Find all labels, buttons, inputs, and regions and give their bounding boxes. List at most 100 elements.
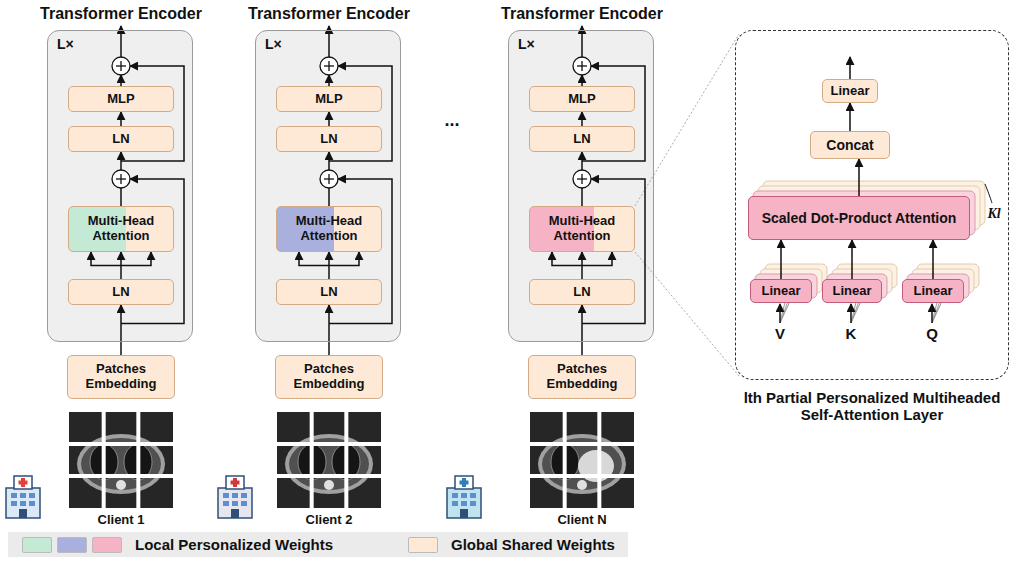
box-label: Patches Embedding	[534, 362, 630, 392]
encoder-block-fill	[48, 31, 193, 342]
hospital-icon	[6, 476, 40, 518]
box-label: Patches Embedding	[281, 362, 377, 392]
input-name: K	[846, 325, 857, 342]
window	[223, 501, 229, 506]
window	[223, 493, 229, 498]
building	[447, 488, 481, 518]
flow-arrow	[120, 252, 122, 279]
flow-line	[328, 75, 330, 86]
sum-symbols	[112, 57, 591, 188]
illustrations	[6, 412, 634, 518]
window	[11, 501, 17, 506]
sum-symbol	[320, 170, 338, 188]
spine	[116, 480, 126, 490]
sum-plus	[120, 174, 121, 184]
box-label: LN	[573, 132, 590, 147]
window	[29, 493, 35, 498]
input-name: V	[775, 325, 785, 342]
input-name: Q	[926, 325, 938, 342]
sum-circle	[112, 170, 130, 188]
scan-ground	[277, 412, 381, 508]
flow-arrow	[581, 305, 583, 355]
flow-arrow	[932, 240, 934, 279]
flow-arrow	[581, 152, 583, 206]
flow-line	[581, 75, 583, 86]
input-arrow	[931, 304, 933, 323]
box-label: LN	[112, 285, 129, 300]
flow-arrow	[858, 159, 860, 196]
qkv-branch	[121, 252, 151, 266]
box-label: MLP	[107, 92, 134, 107]
door	[19, 509, 27, 518]
sum-circle	[112, 57, 130, 75]
flow-arrow	[120, 305, 122, 355]
linear-box: Linear	[750, 279, 812, 303]
window	[470, 501, 476, 506]
grid-gap	[102, 412, 106, 508]
repeat-count: L×	[57, 36, 74, 52]
linear-box: Linear	[822, 279, 882, 303]
legend: Local Personalized WeightsGlobal Shared …	[8, 532, 628, 557]
window	[29, 501, 35, 506]
zoom-guide	[635, 252, 739, 376]
sum-circle	[320, 170, 338, 188]
box-label: Scaled Dot-Product Attention	[762, 210, 957, 226]
mlp-box: MLP	[68, 86, 174, 112]
building-top	[14, 476, 32, 489]
encoder-block-fill	[256, 31, 401, 342]
flow-arrow	[849, 103, 851, 131]
legend-item: Global Shared Weights	[408, 532, 615, 557]
flow-arrow	[851, 240, 853, 279]
ct-scan	[277, 412, 381, 508]
grid-gap	[597, 412, 601, 508]
flow-arrow	[581, 252, 583, 279]
grid-gap	[310, 412, 314, 508]
sum-plus	[328, 61, 329, 71]
sum-circle	[573, 57, 591, 75]
box-label: Linear	[830, 84, 869, 99]
sum-symbol	[112, 170, 130, 188]
client-name: Client 1	[98, 512, 145, 527]
box-label: LN	[320, 285, 337, 300]
box-label: MLP	[568, 92, 595, 107]
qkv-branch	[299, 252, 329, 266]
grid-gap	[136, 412, 140, 508]
attention-box: Multi-Head Attention	[68, 206, 174, 252]
qkv-branch	[552, 252, 582, 266]
qkv-branch	[329, 252, 359, 266]
hospital-icon	[447, 476, 481, 518]
window	[461, 493, 467, 498]
spine	[577, 480, 587, 490]
box-label: MLP	[315, 92, 342, 107]
encoder-block-fill	[509, 31, 654, 342]
legend-swatch	[408, 537, 438, 553]
layer-norm-box: LN	[68, 279, 174, 305]
window	[20, 493, 26, 498]
layer-norm-box: LN	[529, 126, 635, 152]
linear-box: Linear	[822, 79, 878, 103]
panel-caption: lth Partial Personalized Multiheaded Sel…	[728, 389, 1012, 424]
head-count: Kl	[987, 206, 1000, 222]
attention-box: Multi-Head Attention	[276, 206, 382, 252]
layer-norm-box: LN	[529, 279, 635, 305]
head-count-leader	[985, 184, 992, 203]
input-arrow	[850, 304, 852, 323]
repeat-count: L×	[265, 36, 282, 52]
flow-arrow	[328, 152, 330, 206]
door	[231, 509, 239, 518]
box-label: Linear	[761, 284, 800, 299]
window	[241, 493, 247, 498]
qkv-branch	[91, 252, 121, 266]
grid-gap	[563, 412, 567, 508]
output-arrow	[849, 57, 851, 79]
qkv-branch	[582, 252, 612, 266]
window	[241, 501, 247, 506]
window	[232, 493, 238, 498]
box-label: Multi-Head Attention	[74, 214, 168, 244]
legend-text: Global Shared Weights	[451, 536, 615, 553]
backgrounds	[48, 31, 985, 342]
flow-arrow	[328, 252, 330, 279]
embedding-box: Patches Embedding	[275, 355, 383, 399]
linear-box: Linear	[902, 279, 964, 303]
flow-arrow	[581, 112, 583, 126]
